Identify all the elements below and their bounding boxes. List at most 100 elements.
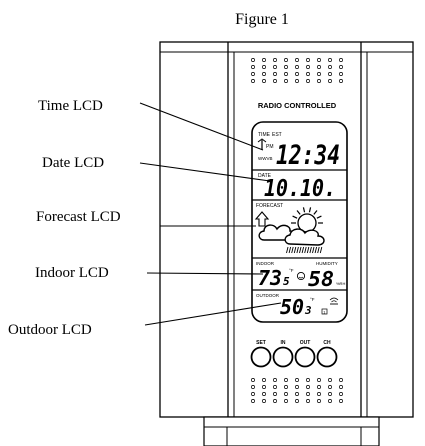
ch-button-label: CH — [323, 340, 331, 346]
grille-hole — [262, 392, 266, 396]
set-button-label: SET — [256, 340, 266, 346]
grille-hole — [328, 58, 332, 62]
grille-hole — [251, 72, 255, 76]
grille-hole — [306, 385, 310, 389]
sun-cloud-rain-icon — [258, 207, 325, 254]
grille-hole — [328, 385, 332, 389]
humidity-unit: %RH — [336, 281, 345, 286]
transmission-signal-icon — [329, 297, 339, 305]
grille-hole — [273, 392, 277, 396]
speaker-grille-bottom — [251, 378, 343, 403]
in-button-circle[interactable] — [272, 346, 294, 368]
forecast-callout-label: Forecast LCD — [36, 209, 121, 225]
time-tag: TIME — [258, 132, 271, 138]
grille-hole — [251, 58, 255, 62]
grille-hole — [306, 79, 310, 83]
indoor-temp-decimal: 5 — [283, 275, 290, 288]
indoor-callout-label: Indoor LCD — [35, 265, 109, 281]
out-button-label: OUT — [300, 340, 311, 346]
grille-hole — [273, 72, 277, 76]
grille-hole — [284, 72, 288, 76]
indoor-lcd: INDOOR HUMIDITY 73 5 °F 58 %RH — [256, 261, 345, 291]
grille-hole — [262, 65, 266, 69]
outdoor-callout-leader-line — [144, 302, 282, 326]
grille-hole — [262, 385, 266, 389]
grille-hole — [295, 392, 299, 396]
grille-hole — [251, 385, 255, 389]
time-lcd: TIME EST PM WWVB 12:34 — [257, 132, 340, 171]
grille-hole — [328, 399, 332, 403]
grille-hole — [328, 378, 332, 382]
grille-hole — [339, 399, 343, 403]
grille-hole — [306, 58, 310, 62]
grille-hole — [273, 79, 277, 83]
outdoor-temp-decimal: 3 — [304, 304, 312, 317]
grille-hole — [273, 385, 277, 389]
indoor-callout-leader-line — [146, 272, 264, 275]
time-zone: EST — [272, 132, 282, 138]
ch-button[interactable]: CH — [316, 340, 338, 368]
outdoor-lcd: OUTDOOR 50 3 °F 1 — [256, 293, 339, 319]
grille-hole — [317, 392, 321, 396]
ch-button-circle[interactable] — [316, 346, 338, 368]
grille-hole — [284, 79, 288, 83]
grille-hole — [339, 65, 343, 69]
grille-hole — [295, 72, 299, 76]
grille-hole — [273, 378, 277, 382]
grille-hole — [262, 58, 266, 62]
grille-hole — [284, 58, 288, 62]
grille-hole — [262, 399, 266, 403]
grille-hole — [317, 378, 321, 382]
grille-hole — [284, 399, 288, 403]
grille-hole — [339, 72, 343, 76]
figure-caption: Figure 1 — [235, 11, 289, 28]
grille-hole — [262, 72, 266, 76]
button-row: SET IN OUT CH — [250, 340, 338, 368]
stand-base — [203, 416, 380, 446]
set-button[interactable]: SET — [250, 340, 272, 368]
in-button[interactable]: IN — [272, 340, 294, 368]
time-callout-leader-line — [139, 102, 264, 151]
grille-hole — [284, 392, 288, 396]
grille-hole — [317, 399, 321, 403]
out-button[interactable]: OUT — [294, 340, 316, 368]
grille-hole — [339, 385, 343, 389]
grille-hole — [295, 385, 299, 389]
grille-hole — [317, 79, 321, 83]
callouts: Time LCD Date LCD Forecast LCD Indoor LCD Ou… — [8, 98, 282, 338]
grille-hole — [273, 65, 277, 69]
set-button-circle[interactable] — [250, 346, 272, 368]
time-ampm: PM — [266, 144, 274, 150]
date-lcd: DATE 10.10. — [258, 173, 336, 202]
grille-hole — [295, 79, 299, 83]
grille-hole — [306, 65, 310, 69]
signal-wave-icon: WWVB — [258, 156, 273, 161]
outdoor-unit: °F — [310, 297, 315, 302]
grille-hole — [328, 79, 332, 83]
grille-hole — [306, 392, 310, 396]
out-button-circle[interactable] — [294, 346, 316, 368]
grille-hole — [251, 65, 255, 69]
grille-hole — [328, 65, 332, 69]
forecast-tag: FORECAST — [256, 203, 283, 209]
channel-indicator-icon — [321, 308, 328, 315]
forecast-lcd: FORECAST — [254, 203, 325, 254]
date-callout-leader-line — [139, 162, 271, 182]
grille-hole — [306, 378, 310, 382]
indoor-tag: INDOOR — [256, 261, 275, 266]
grille-hole — [273, 58, 277, 62]
date-callout-label: Date LCD — [42, 155, 104, 171]
grille-hole — [317, 72, 321, 76]
indoor-humidity: 58 — [308, 267, 334, 291]
grille-hole — [295, 399, 299, 403]
grille-hole — [306, 72, 310, 76]
outdoor-callout-label: Outdoor LCD — [8, 322, 92, 338]
time-callout-label: Time LCD — [38, 98, 103, 114]
channel-number: 1 — [323, 309, 326, 314]
grille-hole — [295, 58, 299, 62]
radio-tower-icon — [257, 138, 267, 150]
grille-hole — [251, 392, 255, 396]
grille-hole — [339, 79, 343, 83]
outdoor-temp: 50 — [280, 295, 304, 319]
